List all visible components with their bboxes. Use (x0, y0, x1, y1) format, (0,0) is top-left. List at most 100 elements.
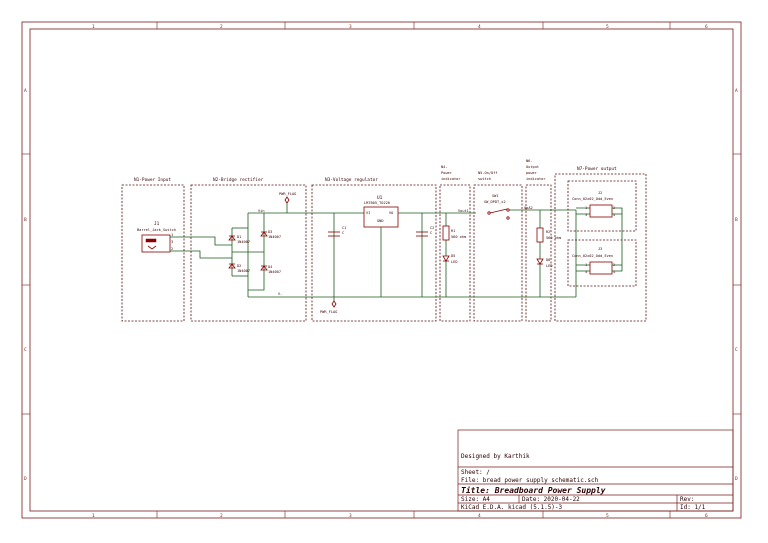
section-n7-power-output: N7-Power output (554, 166, 647, 322)
size-label: Size: A4 (461, 496, 490, 503)
section-n5-title-line1: N5-On/Off (478, 171, 497, 175)
row-label-a: A (24, 88, 27, 94)
d5-led: D5 LED (442, 254, 458, 264)
d6-led: D6 LED (536, 258, 553, 268)
net-vminus-label: V- (278, 292, 282, 296)
u1-value: LM7805_TO220 (364, 201, 390, 205)
row-label-d: D (24, 476, 27, 482)
bridge-rectifier (231, 212, 265, 291)
col-label-5: 5 (606, 24, 609, 30)
wire-bridge-bottom (248, 276, 265, 291)
j2-ref: J2 (598, 191, 602, 195)
col-label-1: 1 (92, 24, 95, 30)
u1-regulator: U1 LM7805_TO220 VI VO GND (363, 195, 399, 228)
d4-value: 1N4007 (268, 270, 281, 274)
col-label-1-bottom: 1 (92, 513, 95, 519)
d4-ref: D4 (268, 265, 272, 269)
tool-label: KiCad E.D.A. kicad (5.1.5)-3 (461, 504, 563, 511)
wire-j1-pin2 (170, 250, 232, 259)
c1-capacitor: C1 C (328, 226, 346, 237)
d5-ref: D5 (451, 254, 455, 258)
row-label-b: B (24, 217, 27, 223)
col-label-3-bottom: 3 (349, 513, 352, 519)
rev-label: Rev: (680, 496, 694, 503)
section-n2-title: N2-Bridge rectifier (213, 177, 264, 183)
r1-resistor: R1 560 ohm (442, 225, 466, 241)
c2-capacitor: C2 C (416, 226, 434, 237)
top-coordinate-ruler: 1 2 3 4 5 6 (92, 22, 708, 30)
j1-value: Barrel_Jack_Switch (137, 228, 176, 232)
r2-resistor: R2 560 ohm (536, 227, 561, 243)
d1-value: 1N4007 (237, 240, 250, 244)
section-n6-title-line2: Output (526, 165, 539, 169)
col-label-5-bottom: 5 (606, 513, 609, 519)
col-label-4: 4 (478, 24, 481, 30)
j1-barrel-jack: J1 Barrel_Jack_Switch 1 3 2 (137, 221, 176, 253)
j3-ref: J3 (598, 247, 602, 251)
d1-diode: D1 1N4007 (228, 235, 250, 244)
j2-pin3: 3 (585, 213, 587, 217)
c2-ref: C2 (430, 226, 434, 230)
r1-ref: R1 (451, 229, 455, 233)
c1-ref: C1 (342, 226, 346, 230)
j3-value: Conn_02x02_Odd_Even (572, 254, 613, 258)
net-vout1-label: Vout1 (458, 209, 469, 213)
col-label-4-bottom: 4 (478, 513, 481, 519)
row-label-d-right: D (735, 476, 738, 482)
col-label-6: 6 (705, 24, 708, 30)
col-label-2-bottom: 2 (220, 513, 223, 519)
pwr-flag-bottom: PWR_FLAG (320, 297, 337, 314)
inner-frame (29, 28, 734, 512)
j2-value: Conn_02x02_Odd_Even (572, 197, 613, 201)
section-n1-title: N1-Power Input (134, 177, 171, 183)
r2-ref: R2 (546, 230, 550, 234)
row-label-b-right: B (735, 217, 738, 223)
net-vin-label: Vin (258, 209, 265, 213)
c1-value: C (342, 231, 344, 235)
d2-diode: D2 1N4007 (228, 263, 250, 273)
pwr-flag-bottom-label: PWR_FLAG (320, 310, 337, 314)
sw1-value: SW_DPDT_x2 (484, 200, 506, 204)
u1-pin-vi: VI (366, 211, 370, 215)
section-n6-title-line3: power (526, 171, 538, 175)
wire-j1-pin1 (170, 236, 232, 246)
sw1-switch: SW1 SW_DPDT_x2 (484, 194, 510, 220)
j3-connector-box: J3 Conn_02x02_Odd_Even 1 3 2 4 (567, 239, 637, 287)
row-label-c-right: C (735, 347, 738, 353)
j3-pin3: 3 (585, 270, 587, 274)
u1-ref: U1 (377, 195, 383, 201)
d6-value: LED (546, 264, 553, 268)
c2-value: C (430, 231, 432, 235)
id-label: Id: 1/1 (680, 504, 706, 511)
section-n6-title-line4: indicator (526, 177, 546, 181)
j1-pin1: 1 (171, 233, 173, 237)
title-block: Designed by Karthik Sheet: / File: bread… (457, 429, 734, 512)
col-label-2: 2 (220, 24, 223, 30)
j2-connector-box: J2 Conn_02x02_Odd_Even 1 3 2 4 (567, 180, 637, 232)
right-coordinate-ruler: A B C D (733, 88, 741, 482)
pwr-flag-top: PWR_FLAG (279, 192, 296, 213)
date-label: Date: 2020-04-22 (522, 496, 580, 503)
schematic-title: Title: Breadboard Power Supply (461, 485, 606, 495)
u1-pin-gnd: GND (377, 219, 384, 223)
section-n4-power-indicator: N4- Power indicator (439, 165, 471, 322)
row-label-c: C (24, 347, 27, 353)
d3-diode: D3 1N4007 (260, 230, 281, 239)
designed-by: Designed by Karthik (461, 453, 530, 460)
section-n2-bridge-rectifier: N2-Bridge rectifier (190, 177, 307, 322)
d6-ref: D6 (546, 258, 550, 262)
d1-ref: D1 (237, 235, 241, 239)
r2-value: 560 ohm (546, 236, 561, 240)
net-vout2-label: VoA2 (524, 206, 533, 210)
sw1-ref: SW1 (492, 194, 499, 198)
j1-pin3: 3 (171, 240, 173, 244)
wire-n7-left-pins (576, 207, 590, 272)
section-n3-voltage-regulator: N3-Voltage regulator (311, 177, 437, 322)
d2-ref: D2 (237, 264, 241, 268)
section-n4-title-line2: Power (441, 171, 453, 175)
row-label-a-right: A (735, 88, 738, 94)
wire-bridge-top (248, 212, 265, 228)
col-label-6-bottom: 6 (705, 513, 708, 519)
d5-value: LED (451, 260, 458, 264)
d3-value: 1N4007 (268, 235, 281, 239)
